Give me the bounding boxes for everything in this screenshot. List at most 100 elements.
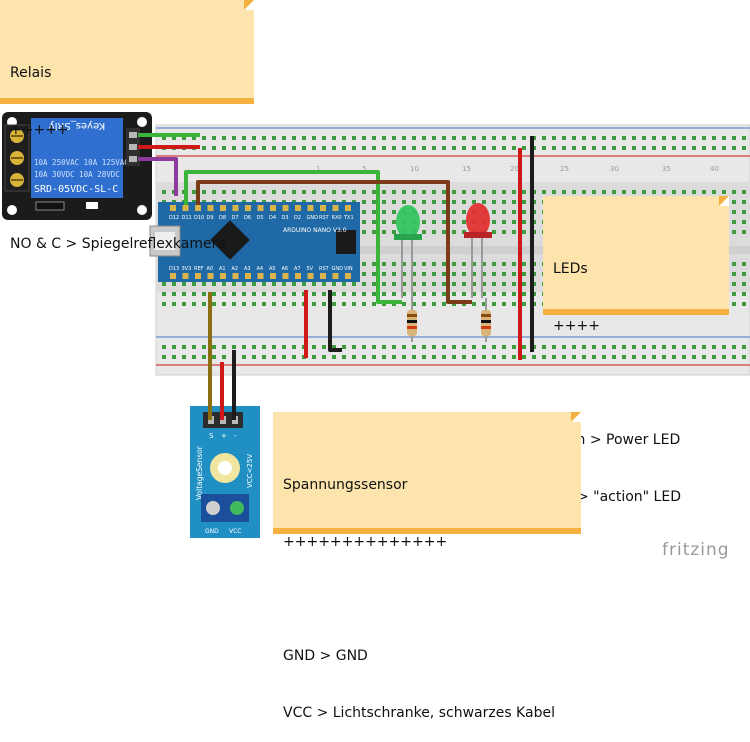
breadboard-hole <box>442 136 446 140</box>
breadboard-hole <box>182 302 186 306</box>
breadboard-hole <box>292 302 296 306</box>
breadboard-hole <box>262 282 266 286</box>
arduino-pin <box>257 273 264 279</box>
breadboard-hole <box>452 200 456 204</box>
arduino-pin-label: 3V3 <box>182 266 192 272</box>
breadboard-hole <box>272 355 276 359</box>
breadboard-hole <box>692 355 696 359</box>
breadboard-hole <box>592 355 596 359</box>
breadboard-hole <box>602 345 606 349</box>
breadboard-hole <box>512 302 516 306</box>
breadboard-hole <box>202 190 206 194</box>
breadboard-hole <box>582 136 586 140</box>
breadboard-hole <box>482 190 486 194</box>
breadboard-hole <box>332 190 336 194</box>
arduino-pin-label: A0 <box>207 266 214 272</box>
note-fold-icon <box>244 0 254 10</box>
breadboard-hole <box>262 190 266 194</box>
breadboard-hole <box>212 292 216 296</box>
breadboard-hole <box>342 292 346 296</box>
breadboard-hole <box>492 292 496 296</box>
note-relais-line-4: NO & C > Spiegelreflexkamera <box>10 236 226 252</box>
breadboard-hole <box>682 355 686 359</box>
breadboard-hole <box>472 272 476 276</box>
breadboard-hole <box>742 282 746 286</box>
breadboard-hole <box>412 292 416 296</box>
breadboard-hole <box>432 136 436 140</box>
arduino-pin <box>307 273 314 279</box>
breadboard-hole <box>362 220 366 224</box>
breadboard-hole <box>222 302 226 306</box>
breadboard-hole <box>432 210 436 214</box>
breadboard-hole <box>572 136 576 140</box>
relay-spec-1: 10A 250VAC 10A 125VAC <box>34 158 129 167</box>
arduino-pin <box>332 205 339 211</box>
breadboard-hole <box>482 262 486 266</box>
breadboard-hole <box>282 146 286 150</box>
breadboard-hole <box>242 190 246 194</box>
breadboard-hole <box>732 272 736 276</box>
breadboard-hole <box>182 345 186 349</box>
breadboard-hole <box>472 190 476 194</box>
breadboard-hole <box>402 272 406 276</box>
breadboard-hole <box>252 292 256 296</box>
arduino-pin-label: A7 <box>294 266 301 272</box>
breadboard-hole <box>192 136 196 140</box>
arduino-pin <box>207 273 214 279</box>
relay-module: Keyes_SRly 10A 250VAC 10A 125VAC 10A 30V… <box>2 112 152 220</box>
breadboard-hole <box>192 302 196 306</box>
breadboard-hole <box>512 200 516 204</box>
breadboard-hole <box>662 190 666 194</box>
breadboard-hole <box>232 190 236 194</box>
breadboard-hole <box>742 146 746 150</box>
breadboard-hole <box>162 355 166 359</box>
breadboard-hole <box>592 345 596 349</box>
breadboard-hole <box>292 345 296 349</box>
note-fold-icon <box>719 196 729 206</box>
breadboard-hole <box>252 355 256 359</box>
breadboard-hole <box>232 136 236 140</box>
breadboard-hole <box>372 146 376 150</box>
breadboard-hole <box>312 190 316 194</box>
breadboard-hole <box>452 136 456 140</box>
breadboard-hole <box>262 355 266 359</box>
breadboard-hole <box>732 345 736 349</box>
arduino-pin-label: D6 <box>244 215 251 221</box>
breadboard-hole <box>732 136 736 140</box>
arduino-pin-label: A5 <box>269 266 276 272</box>
breadboard-hole <box>372 282 376 286</box>
breadboard-hole <box>622 190 626 194</box>
arduino-label: ARDUINO NANO V3.0 <box>283 227 347 234</box>
breadboard-hole <box>402 292 406 296</box>
breadboard-hole <box>702 146 706 150</box>
breadboard-hole <box>452 190 456 194</box>
arduino-pin <box>195 273 201 279</box>
arduino-pin <box>245 273 251 279</box>
breadboard-hole <box>422 302 426 306</box>
breadboard-hole <box>672 345 676 349</box>
breadboard-hole <box>522 146 526 150</box>
breadboard-hole <box>392 190 396 194</box>
sensor-name: VoltageSensor <box>195 445 204 500</box>
breadboard-hole <box>582 190 586 194</box>
breadboard-hole <box>522 272 526 276</box>
breadboard-hole <box>162 345 166 349</box>
breadboard-hole <box>432 146 436 150</box>
red-led <box>464 203 492 298</box>
breadboard-hole <box>492 272 496 276</box>
breadboard-hole <box>382 262 386 266</box>
breadboard-hole <box>482 355 486 359</box>
breadboard-hole <box>512 136 516 140</box>
arduino-pin-label: D12 <box>169 215 179 221</box>
arduino-pin-label: A4 <box>257 266 264 272</box>
breadboard-hole <box>482 146 486 150</box>
breadboard-hole <box>192 345 196 349</box>
breadboard-hole <box>442 230 446 234</box>
breadboard-hole <box>592 146 596 150</box>
breadboard-hole <box>482 345 486 349</box>
breadboard-hole <box>352 282 356 286</box>
note-spannungssensor: Spannungssensor ++++++++++++++ GND > GND… <box>273 412 581 721</box>
breadboard-hole <box>312 292 316 296</box>
breadboard-hole <box>392 272 396 276</box>
